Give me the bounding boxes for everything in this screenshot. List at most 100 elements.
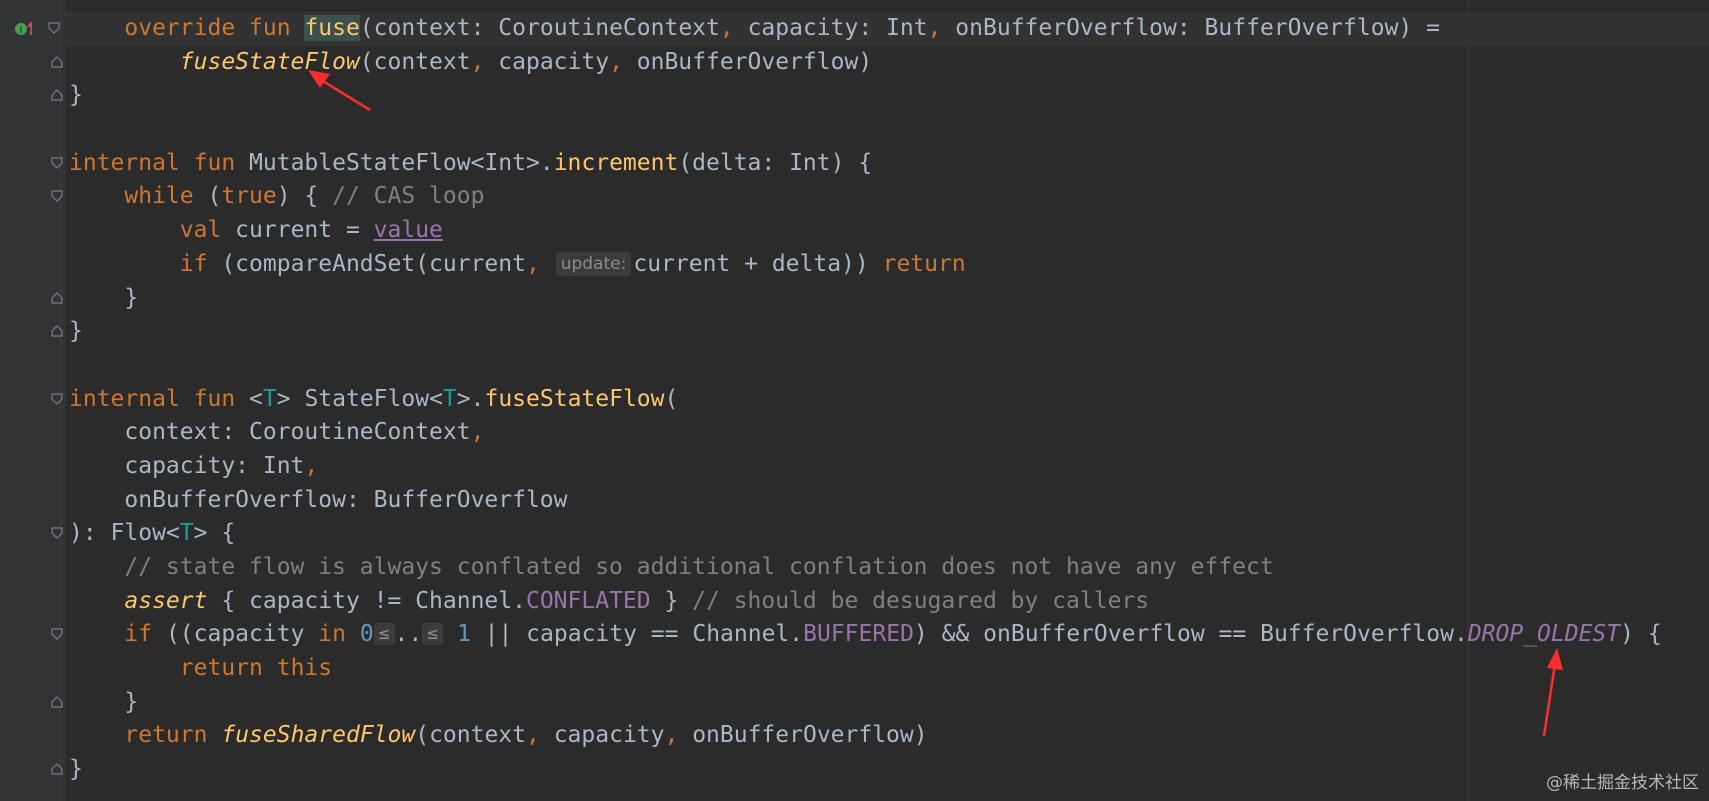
code-line[interactable]: } (51, 686, 1709, 720)
fold-close-icon[interactable] (51, 325, 63, 337)
fold-close-icon[interactable] (51, 695, 63, 708)
code-line[interactable]: while (true) { // CAS loop (51, 180, 1709, 214)
code-line[interactable]: onBufferOverflow: BufferOverflow (69, 484, 1709, 518)
code-line[interactable]: if ((capacity in 0≤..≤ 1 || capacity == … (51, 618, 1709, 652)
code-line[interactable]: } (51, 79, 1709, 113)
indent (69, 554, 124, 580)
fold-open-icon[interactable] (51, 527, 63, 540)
code-token: DROP_OLDEST (1467, 621, 1621, 648)
code-token: if (179, 250, 208, 277)
code-line[interactable] (69, 113, 1709, 147)
code-line[interactable]: context: CoroutineContext, (69, 416, 1709, 450)
code-token: MutableStateFlow<Int>. (235, 149, 554, 176)
fold-open-icon[interactable] (51, 392, 63, 405)
code-token: , (609, 48, 623, 75)
code-token: T (442, 385, 457, 412)
code-token: onBufferOverflow) (678, 722, 928, 749)
code-line[interactable]: assert { capacity != Channel.CONFLATED }… (69, 585, 1709, 619)
fold-open-icon[interactable] (51, 628, 63, 641)
indent (69, 183, 124, 209)
override-marker-icon[interactable]: I (14, 20, 32, 38)
code-token: { capacity != Channel. (207, 587, 526, 614)
code-line[interactable]: capacity: Int, (69, 450, 1709, 484)
code-token: override (124, 15, 236, 41)
code-token: increment (553, 149, 679, 176)
code-line[interactable]: } (51, 282, 1709, 316)
code-token: fuseStateFlow (484, 385, 665, 412)
code-token: , (927, 15, 942, 41)
indent (69, 217, 180, 243)
indent (69, 655, 180, 681)
code-token (291, 15, 305, 41)
code-token: while (124, 183, 194, 210)
code-token: > StateFlow< (276, 385, 443, 412)
code-line[interactable]: if (compareAndSet(current, update:curren… (69, 248, 1709, 282)
code-token: ): Flow< (69, 520, 180, 547)
code-token: ((capacity (152, 621, 319, 648)
code-token: // CAS loop (332, 183, 485, 210)
editor-gutter[interactable] (0, 0, 66, 801)
fold-close-icon[interactable] (51, 55, 63, 68)
code-line[interactable]: override fun fuse(context: CoroutineCont… (15, 12, 1709, 46)
code-token (263, 655, 277, 681)
code-token: (compareAndSet(current (207, 250, 526, 277)
code-token: ) { (276, 183, 333, 210)
code-line[interactable]: return this (69, 652, 1709, 686)
code-line[interactable] (69, 349, 1709, 383)
code-token: internal (69, 149, 180, 176)
code-line[interactable]: internal fun <T> StateFlow<T>.fuseStateF… (51, 383, 1709, 417)
code-line[interactable]: ): Flow<T> { (51, 517, 1709, 551)
code-token: in (318, 621, 346, 648)
code-line[interactable]: return fuseSharedFlow(context, capacity,… (69, 719, 1709, 753)
inlay-hint: ≤ (373, 623, 395, 646)
code-token: current + delta)) (633, 250, 883, 277)
code-token: , (470, 48, 485, 75)
code-token: } (650, 587, 693, 614)
fold-close-icon[interactable] (51, 89, 63, 101)
code-token: onBufferOverflow: BufferOverflow) = (941, 15, 1440, 41)
indent (69, 588, 124, 614)
code-line[interactable]: val current = value (69, 214, 1709, 248)
code-token: fun (249, 15, 291, 41)
code-token: BUFFERED (803, 621, 914, 648)
code-area[interactable]: override fun fuse(context: CoroutineCont… (15, 12, 1709, 787)
indent (69, 251, 180, 277)
code-token: internal (69, 385, 180, 412)
fold-close-icon[interactable] (51, 291, 63, 304)
code-token: , (470, 419, 485, 446)
code-token: return (882, 250, 966, 277)
code-token: return (124, 722, 208, 749)
code-token (207, 722, 221, 748)
indent (69, 722, 124, 748)
code-token: (context: CoroutineContext (359, 15, 720, 41)
code-token: context: CoroutineContext (124, 419, 471, 446)
code-token: onBufferOverflow: BufferOverflow (124, 486, 568, 513)
code-token: (context (415, 722, 526, 749)
code-token: , (664, 722, 679, 749)
code-token: < (235, 385, 263, 412)
code-line[interactable]: } (51, 315, 1709, 349)
code-line[interactable]: fuseStateFlow(context, capacity, onBuffe… (51, 46, 1709, 80)
code-token: } (124, 688, 139, 715)
code-token: // state flow is always conflated so add… (124, 554, 1274, 580)
code-line[interactable]: } (51, 753, 1709, 787)
code-token: T (179, 520, 194, 547)
code-line[interactable]: internal fun MutableStateFlow<Int>.incre… (51, 147, 1709, 181)
fold-close-icon[interactable] (51, 763, 63, 775)
code-token: ) { (1620, 621, 1662, 648)
code-line[interactable]: // state flow is always conflated so add… (69, 551, 1709, 585)
fold-open-icon[interactable] (51, 157, 63, 169)
code-token: assert (124, 587, 208, 614)
code-token: value (373, 217, 443, 244)
code-token: || capacity == Channel. (470, 621, 804, 648)
fold-open-icon[interactable] (51, 190, 63, 203)
code-token: this (276, 655, 333, 682)
code-token: fun (193, 385, 236, 412)
code-token: , (525, 250, 540, 277)
fold-open-icon[interactable] (48, 22, 60, 34)
indent (69, 621, 124, 647)
code-token: } (124, 284, 139, 311)
code-token: return (179, 655, 263, 682)
code-token: (context (359, 48, 471, 75)
